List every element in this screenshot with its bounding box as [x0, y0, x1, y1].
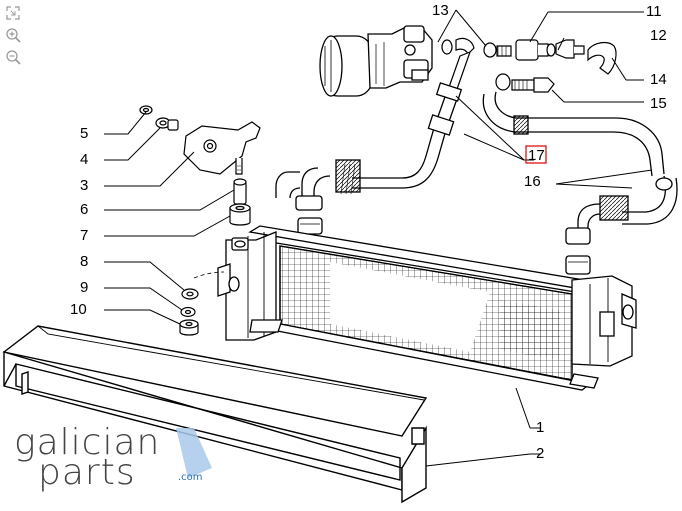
callout-7[interactable]: 7	[80, 227, 88, 244]
oil-hose-right	[482, 91, 678, 275]
oil-cooler	[193, 225, 637, 391]
fullscreen-icon	[6, 6, 20, 20]
logo-line-1: galician	[14, 422, 160, 463]
cooler-shroud	[2, 325, 428, 504]
callout-17[interactable]: 17	[528, 147, 545, 164]
callout-3[interactable]: 3	[80, 177, 88, 194]
callout-16[interactable]: 16	[524, 173, 541, 190]
zoom-out-icon	[6, 50, 21, 65]
bracket-parts	[139, 105, 261, 336]
leader-lines	[104, 9, 653, 467]
callout-labels: 5 4 3 6 7 8 9 10 13 11 12 14 15 17 16 1 …	[70, 2, 667, 462]
callout-1[interactable]: 1	[536, 419, 544, 436]
callout-4[interactable]: 4	[80, 151, 88, 168]
logo-line-2: parts	[38, 452, 136, 493]
callout-12[interactable]: 12	[650, 27, 667, 44]
callout-9[interactable]: 9	[80, 279, 88, 296]
callout-8[interactable]: 8	[80, 253, 88, 270]
zoom-in-button[interactable]	[4, 26, 22, 44]
callout-14[interactable]: 14	[650, 71, 667, 88]
galicianparts-logo: galician parts .com	[14, 422, 212, 493]
zoom-in-icon	[6, 28, 21, 43]
callout-5[interactable]: 5	[80, 125, 88, 142]
callout-13[interactable]: 13	[432, 2, 449, 19]
callout-11[interactable]: 11	[646, 3, 662, 20]
top-fittings	[441, 37, 617, 93]
callout-2[interactable]: 2	[536, 445, 544, 462]
callout-15[interactable]: 15	[650, 95, 667, 112]
oil-hose-left	[275, 82, 463, 235]
zoom-out-button[interactable]	[4, 48, 22, 66]
callout-6[interactable]: 6	[80, 201, 88, 218]
fullscreen-button[interactable]	[4, 4, 22, 22]
oil-filter-assembly	[319, 25, 433, 97]
highlight-box-17	[525, 145, 547, 164]
callout-10[interactable]: 10	[70, 301, 87, 318]
logo-suffix: .com	[178, 472, 203, 483]
